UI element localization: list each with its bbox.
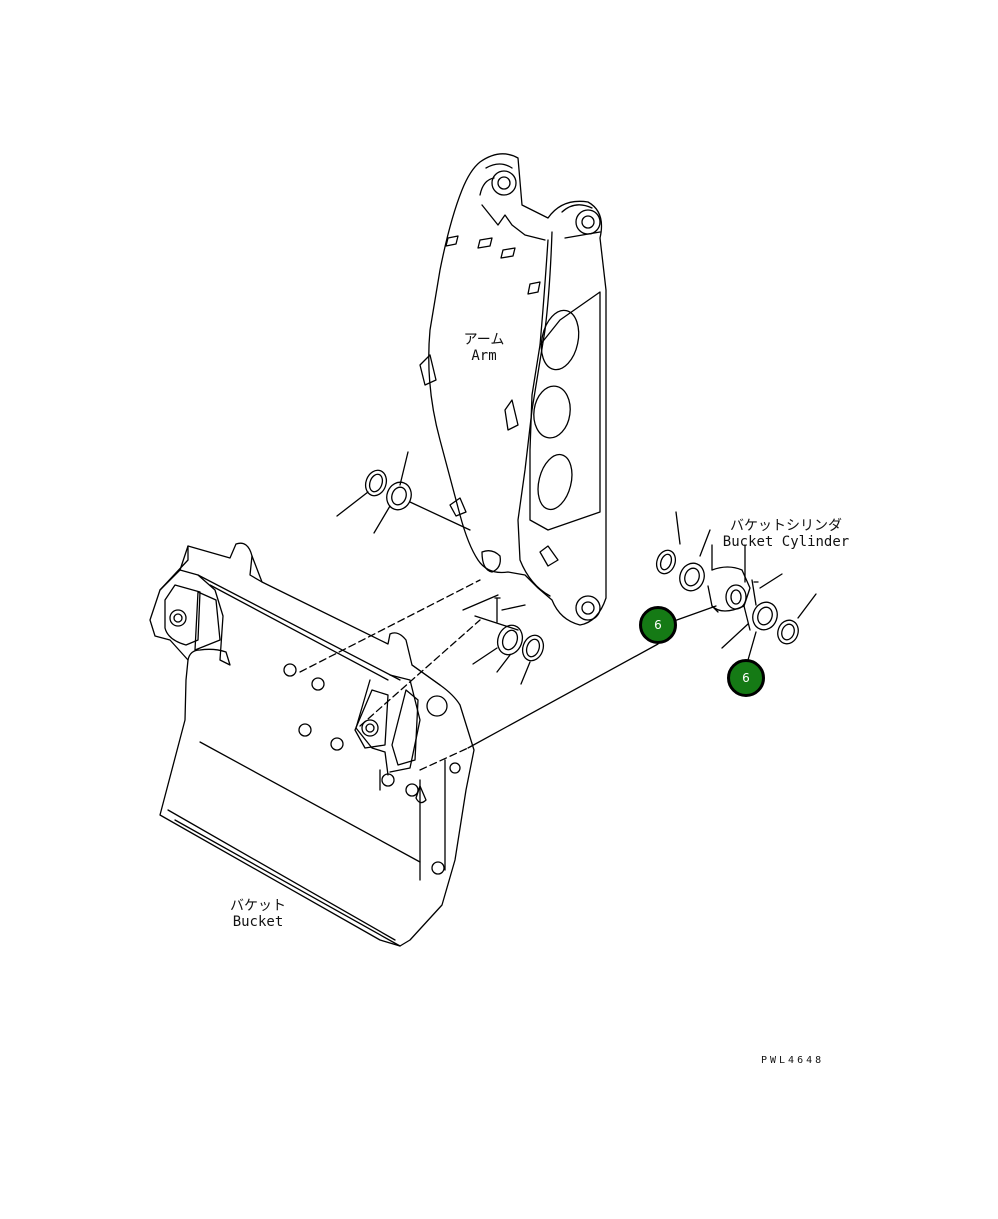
drawing-code: PWL4648 — [761, 1055, 825, 1066]
arm-pin-parts — [336, 451, 471, 534]
arm-label: アーム Arm — [444, 332, 524, 364]
arm-label-jp: アーム — [463, 332, 505, 348]
bucket-cylinder-part — [655, 511, 817, 649]
callout-marker[interactable]: 6 — [727, 659, 765, 697]
callout-marker[interactable]: 6 — [639, 606, 677, 644]
bucket-label-en: Bucket — [232, 914, 284, 930]
bucket-label-jp: バケット — [230, 898, 286, 914]
arm-part — [419, 153, 607, 626]
arm-label-en: Arm — [471, 348, 497, 364]
bucket-cylinder-label: バケットシリンダ Bucket Cylinder — [716, 518, 856, 550]
bucket-pin-parts — [462, 594, 545, 685]
bucket-label: バケット Bucket — [218, 898, 298, 930]
alignment-lines — [299, 579, 481, 771]
bucket-cylinder-label-jp: バケットシリンダ — [730, 518, 842, 534]
bucket-part — [149, 542, 475, 947]
bucket-cylinder-label-en: Bucket Cylinder — [722, 534, 850, 550]
